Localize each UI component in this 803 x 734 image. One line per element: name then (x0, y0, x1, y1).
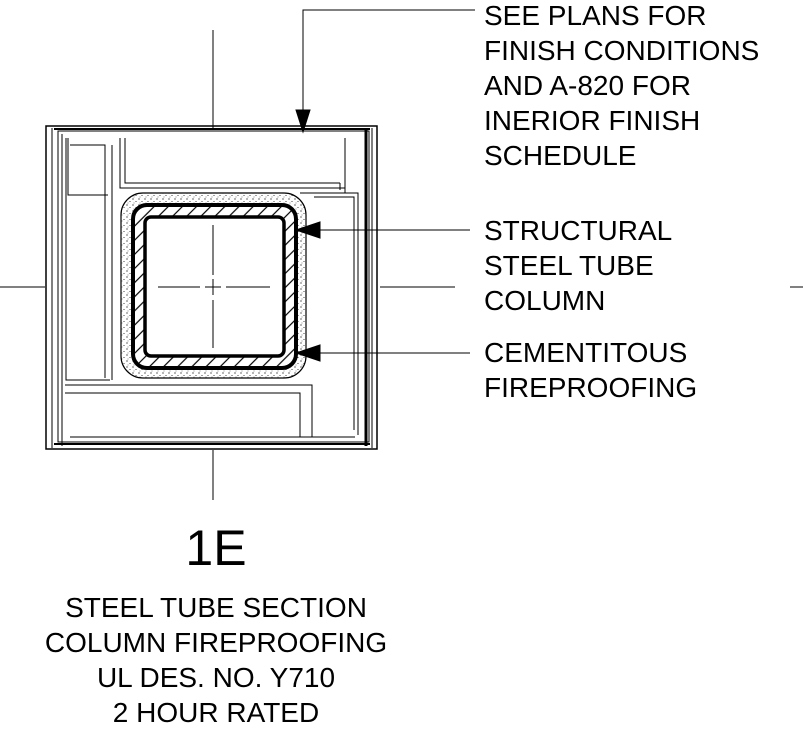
stud-framing (65, 138, 359, 438)
steel-tube-line-3: COLUMN (484, 285, 605, 316)
finish-layer-inner (57, 130, 370, 443)
detail-title-line-2: COLUMN FIREPROOFING (45, 627, 387, 658)
outer-finish-enclosure (45, 125, 378, 450)
finish-note-line-2: FINISH CONDITIONS (484, 35, 759, 66)
outer-boundary (45, 125, 378, 450)
center-marks (158, 225, 270, 348)
steel-tube-line-2: STEEL TUBE (484, 250, 654, 281)
fireproofing-line-2: FIREPROOFING (484, 372, 697, 403)
right-stud-inner (314, 196, 355, 430)
detail-title-line-3: UL DES. NO. Y710 (97, 662, 335, 693)
detail-title-line-4: 2 HOUR RATED (113, 697, 319, 728)
top-stud-track (119, 138, 346, 189)
right-stud-track (300, 192, 359, 435)
top-left-stud (67, 138, 108, 196)
arrow-fireproofing (294, 344, 321, 362)
detail-number: 1E (185, 520, 246, 576)
detail-title-block: 1E STEEL TUBE SECTION COLUMN FIREPROOFIN… (45, 520, 387, 728)
arrow-finish-note (295, 109, 311, 134)
steel-tube-line-1: STRUCTURAL (484, 215, 672, 246)
bottom-stud-track (65, 384, 313, 437)
left-stud-track (65, 138, 110, 381)
callout-finish-note: SEE PLANS FOR FINISH CONDITIONS AND A-82… (484, 0, 759, 171)
finish-note-line-4: INERIOR FINISH (484, 105, 700, 136)
detail-title-line-1: STEEL TUBE SECTION (65, 592, 367, 623)
bottom-stud-inner (65, 392, 301, 437)
leaders (294, 9, 475, 362)
finish-note-line-3: AND A-820 FOR (484, 70, 691, 101)
top-stud-track-inner (124, 138, 340, 184)
stud-returns (339, 183, 346, 193)
callout-fireproofing: CEMENTITOUS FIREPROOFING (484, 337, 697, 403)
fireproofing-line-1: CEMENTITOUS (484, 337, 687, 368)
finish-note-line-5: SCHEDULE (484, 140, 636, 171)
leader-finish-note (302, 9, 475, 112)
left-stud-inner (70, 144, 106, 378)
callout-steel-tube: STRUCTURAL STEEL TUBE COLUMN (484, 215, 672, 316)
finish-note-line-1: SEE PLANS FOR (484, 0, 707, 31)
arrow-steel-tube (294, 221, 321, 239)
